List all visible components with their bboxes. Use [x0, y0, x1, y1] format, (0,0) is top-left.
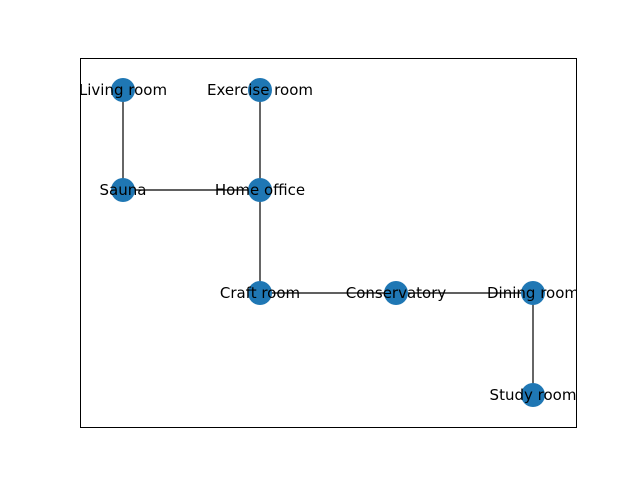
node-exercise-room	[248, 78, 272, 102]
node-sauna	[111, 178, 135, 202]
node-label-dining-room: Dining room	[487, 284, 579, 302]
nodes-layer	[111, 78, 545, 407]
node-label-conservatory: Conservatory	[346, 284, 447, 302]
node-study-room	[521, 383, 545, 407]
axes-frame	[80, 58, 577, 428]
node-label-exercise-room: Exercise room	[207, 81, 313, 99]
node-label-craft-room: Craft room	[220, 284, 300, 302]
node-label-study-room: Study room	[490, 386, 577, 404]
node-living-room	[111, 78, 135, 102]
node-craft-room	[248, 281, 272, 305]
node-label-sauna: Sauna	[100, 181, 147, 199]
node-label-living-room: Living room	[79, 81, 167, 99]
node-home-office	[248, 178, 272, 202]
node-conservatory	[384, 281, 408, 305]
node-dining-room	[521, 281, 545, 305]
node-label-home-office: Home office	[215, 181, 305, 199]
edges-layer	[122, 90, 534, 395]
